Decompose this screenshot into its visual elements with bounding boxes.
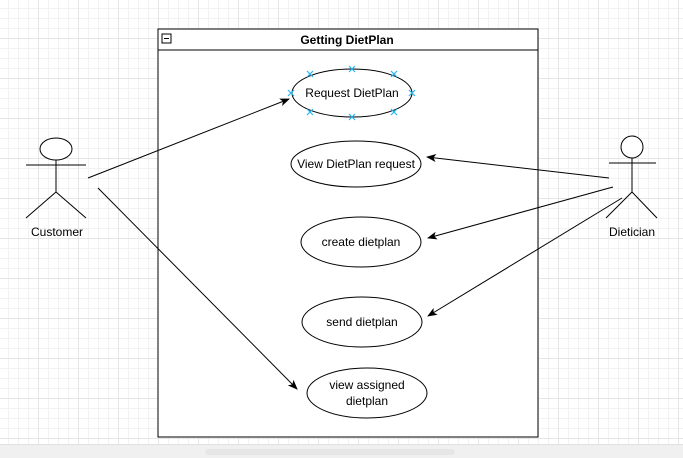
- use-case-label: Request DietPlan: [305, 86, 398, 100]
- stick-figure-icon: [605, 135, 658, 219]
- use-case-ellipse[interactable]: [300, 216, 422, 268]
- association-dietician-send-dietplan[interactable]: [427, 197, 623, 317]
- association-customer-view-assigned-dietplan[interactable]: [97, 187, 298, 390]
- use-case-label: create dietplan: [322, 235, 401, 249]
- use-case-send-dietplan[interactable]: send dietplan: [301, 296, 423, 348]
- selection-handle[interactable]: [306, 70, 314, 78]
- selection-handles[interactable]: [287, 65, 416, 121]
- use-case-create-dietplan[interactable]: create dietplan: [300, 216, 422, 268]
- association-dietician-view-request[interactable]: [426, 154, 610, 179]
- actor-customer[interactable]: Customer: [25, 137, 87, 239]
- actor-label: Customer: [31, 225, 83, 239]
- selection-handle[interactable]: [306, 108, 314, 116]
- actor-dietician[interactable]: Dietician: [605, 135, 658, 239]
- system-title: Getting DietPlan: [300, 33, 393, 47]
- actor-label: Dietician: [609, 225, 655, 239]
- use-case-request-dietplan[interactable]: Request DietPlan: [291, 68, 413, 118]
- associations: [87, 98, 623, 390]
- horizontal-scrollbar[interactable]: [0, 444, 683, 458]
- collapse-icon[interactable]: [161, 33, 172, 44]
- selection-handle[interactable]: [408, 89, 416, 97]
- use-case-label: View DietPlan request: [297, 157, 416, 171]
- use-case-ellipse[interactable]: [301, 296, 423, 348]
- use-case-label-line-2: dietplan: [346, 394, 388, 408]
- use-case-view-dietplan-request[interactable]: View DietPlan request: [290, 140, 422, 188]
- association-dietician-create-dietplan[interactable]: [427, 186, 614, 240]
- selection-handle[interactable]: [348, 65, 356, 73]
- use-case-view-assigned-dietplan[interactable]: view assigned dietplan: [306, 367, 428, 419]
- stick-figure-icon: [25, 137, 87, 219]
- scrollbar-thumb[interactable]: [205, 449, 455, 455]
- selection-handle[interactable]: [348, 113, 356, 121]
- use-case-ellipse[interactable]: [290, 140, 422, 188]
- use-case-label: send dietplan: [326, 315, 397, 329]
- selection-handle[interactable]: [287, 89, 295, 97]
- use-case-label-line-1: view assigned: [329, 378, 404, 392]
- association-customer-request-dietplan[interactable]: [87, 98, 290, 179]
- use-case-ellipse[interactable]: [306, 367, 428, 419]
- selection-handle[interactable]: [390, 70, 398, 78]
- selection-handle[interactable]: [390, 108, 398, 116]
